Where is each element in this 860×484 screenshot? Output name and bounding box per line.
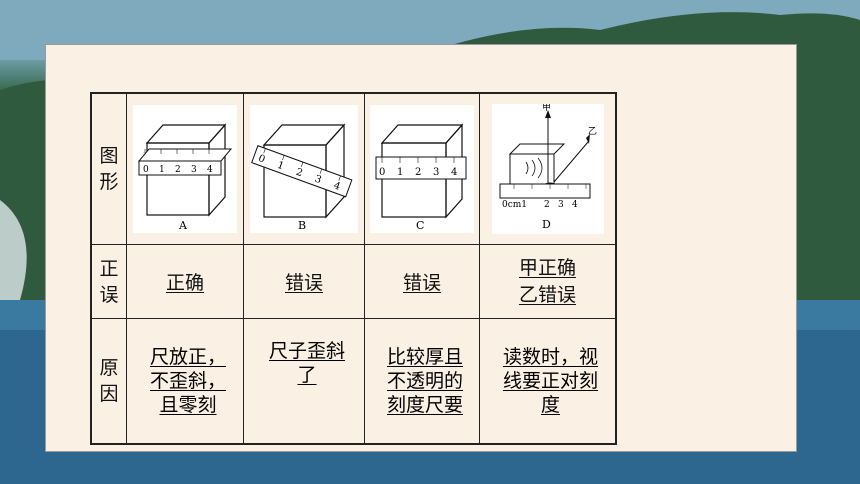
row-header-reason-text: 原因 bbox=[99, 357, 119, 405]
figure-c-tick-2: 2 bbox=[415, 167, 421, 178]
figure-b-tick-3: 3 bbox=[313, 174, 323, 187]
figure-d-tick-3: 3 bbox=[558, 200, 564, 210]
reason-d: 读数时，视 线要正对刻 度 bbox=[479, 318, 617, 445]
figure-a-tick-0: 0 bbox=[143, 165, 149, 175]
reason-c-line-3: 刻度尺要 bbox=[386, 394, 463, 416]
reason-c-line-1: 比较厚且 bbox=[386, 346, 463, 368]
figure-b-tick-0: 0 bbox=[257, 153, 267, 166]
reason-d-line-3: 度 bbox=[540, 394, 560, 416]
reason-b-line-2: 了 bbox=[297, 364, 317, 386]
figure-c-tick-1: 1 bbox=[397, 167, 403, 178]
row-header-figure-text: 图形 bbox=[99, 145, 119, 193]
row-header-figure: 图形 bbox=[90, 92, 127, 245]
reason-b-line-1: 尺子歪斜 bbox=[268, 340, 345, 362]
reason-a-line-3: 且零刻 bbox=[159, 394, 217, 416]
figure-c-ruler-diagram: 0 1 2 3 4 C bbox=[370, 105, 474, 233]
correctness-b-text: 错误 bbox=[284, 272, 323, 294]
reason-d-line-2: 线要正对刻 bbox=[502, 370, 598, 392]
figure-d-cm-label: 0cm1 bbox=[502, 200, 527, 210]
figure-a-tick-1: 1 bbox=[159, 165, 165, 175]
figure-d-label: D bbox=[542, 218, 551, 231]
reason-a: 尺放正， 不歪斜， 且零刻 bbox=[126, 318, 244, 445]
figure-a-ruler-diagram: 0 1 2 3 4 A bbox=[133, 105, 237, 233]
correctness-a: 正确 bbox=[126, 244, 244, 319]
table-row-figure: 图形 0 1 2 3 4 A bbox=[90, 92, 617, 245]
figure-b-tick-1: 1 bbox=[276, 160, 286, 173]
figure-d-tick-4: 4 bbox=[572, 200, 578, 210]
correctness-b: 错误 bbox=[243, 244, 365, 319]
reason-d-line-1: 读数时，视 bbox=[502, 346, 598, 368]
figure-c-label: C bbox=[416, 219, 424, 232]
correctness-d-line-2: 乙错误 bbox=[518, 283, 576, 306]
row-header-correctness-text: 正误 bbox=[99, 257, 119, 306]
reason-c-line-2: 不透明的 bbox=[386, 370, 463, 392]
figure-d-ruler-diagram: 甲 乙 0cm1 2 3 4 D bbox=[491, 104, 604, 234]
figure-b-cell: 0 1 2 3 4 B bbox=[243, 92, 365, 245]
reason-b: 尺子歪斜 了 bbox=[243, 318, 365, 445]
figure-b-ruler-diagram: 0 1 2 3 4 B bbox=[250, 105, 358, 233]
row-header-reason: 原因 bbox=[90, 318, 127, 445]
reason-a-line-2: 不歪斜， bbox=[149, 370, 226, 392]
figure-a-label: A bbox=[178, 219, 188, 232]
table-row-correctness: 正误 正确 错误 错误 甲正确 乙错误 bbox=[90, 244, 617, 319]
correctness-c: 错误 bbox=[364, 244, 480, 319]
figure-d-tick-2: 2 bbox=[544, 200, 550, 210]
figure-c-tick-4: 4 bbox=[451, 167, 457, 178]
figure-a-tick-3: 3 bbox=[191, 165, 197, 175]
figure-a-tick-2: 2 bbox=[175, 165, 181, 175]
eye-label-side: 乙 bbox=[588, 126, 597, 137]
figure-a-cell: 0 1 2 3 4 A bbox=[126, 92, 244, 245]
figure-a-tick-4: 4 bbox=[207, 165, 213, 175]
figure-b-label: B bbox=[298, 219, 306, 232]
row-header-correctness: 正误 bbox=[90, 244, 127, 319]
eye-label-top: 甲 bbox=[542, 104, 551, 113]
correctness-d: 甲正确 乙错误 bbox=[479, 244, 617, 319]
table-row-reason: 原因 尺放正， 不歪斜， 且零刻 尺子歪斜 了 比较厚且 不透明的 刻度尺要 读… bbox=[90, 318, 617, 445]
figure-c-tick-0: 0 bbox=[379, 167, 385, 178]
correctness-c-text: 错误 bbox=[402, 272, 441, 294]
correctness-d-line-1: 甲正确 bbox=[518, 256, 576, 279]
figure-d-cell: 甲 乙 0cm1 2 3 4 D bbox=[479, 92, 617, 245]
figure-b-tick-2: 2 bbox=[294, 167, 304, 180]
reason-c: 比较厚且 不透明的 刻度尺要 bbox=[364, 318, 480, 445]
figure-b-tick-4: 4 bbox=[332, 180, 342, 193]
reason-a-line-1: 尺放正， bbox=[149, 346, 226, 368]
figure-c-cell: 0 1 2 3 4 C bbox=[364, 92, 480, 245]
ruler-usage-table: 图形 0 1 2 3 4 A bbox=[90, 92, 617, 445]
correctness-a-text: 正确 bbox=[165, 272, 204, 294]
figure-c-tick-3: 3 bbox=[433, 167, 439, 178]
